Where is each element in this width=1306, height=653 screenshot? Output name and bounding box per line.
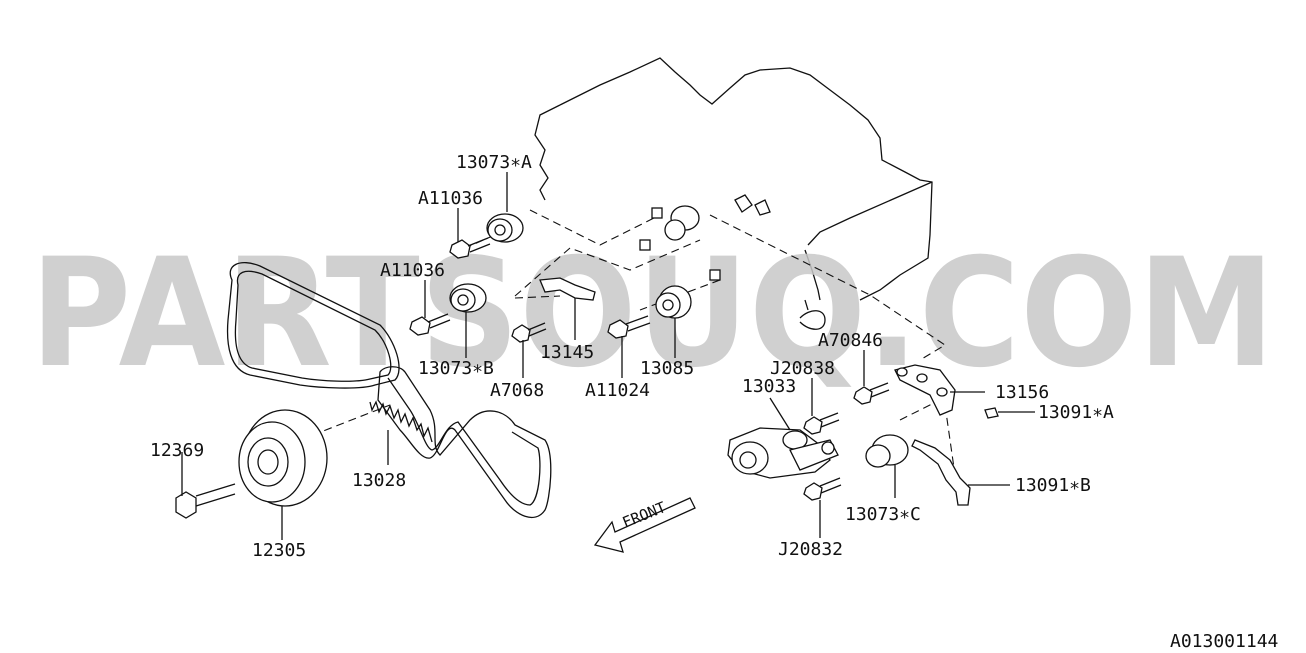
callout-13085: 13085 [640,358,694,379]
callout-13091a: 13091∗A [1038,402,1114,423]
callout-13073c: 13073∗C [845,504,921,525]
callout-13073b: 13073∗B [418,358,494,379]
front-label: FRONT [620,498,669,532]
callout-a11036-lower: A11036 [380,260,445,281]
front-arrow: FRONT [593,497,696,553]
bolt-a7068 [511,322,547,343]
bolt-a70846 [853,382,890,405]
callout-13145: 13145 [540,342,594,363]
bolt-a11036-upper [449,237,491,259]
bracket-13145 [539,277,596,301]
leader-lines [181,172,1035,540]
bolt-a11036-lower [409,313,451,336]
callout-13033: 13033 [742,376,796,397]
idler-pulley-13073a [486,213,524,243]
watermark-text: PARTSOUQ.COM [30,227,1275,401]
engine-block-outline [534,57,933,330]
bolt-a11024 [607,315,651,339]
callout-a11036-upper: A11036 [418,188,483,209]
diagram-code: A013001144 [1170,631,1278,652]
crank-pulley-12305 [238,409,328,507]
callout-13073a: 13073∗A [456,152,532,173]
callout-12305: 12305 [252,540,306,561]
bolt-j20832 [803,477,842,501]
tensioner-13033 [727,427,839,479]
callout-13091b: 13091∗B [1015,475,1091,496]
callout-a11024: A11024 [585,380,650,401]
cam-side-pulleys [639,194,771,281]
part-13091a [984,407,999,419]
bolt-12369 [175,483,236,519]
callout-a7068: A7068 [490,380,544,401]
idler-pulley-13073b [449,283,487,313]
callout-j20838: J20838 [770,358,835,379]
callout-12369: 12369 [150,440,204,461]
bolt-j20838 [803,412,840,435]
idler-pulley-13073c [865,434,909,468]
callout-13156: 13156 [995,382,1049,403]
callout-a70846: A70846 [818,330,883,351]
callout-13028: 13028 [352,470,406,491]
cover-13091b [911,439,971,506]
timing-belt-13028 [226,262,552,519]
bracket-13156 [894,364,956,416]
callout-j20832: J20832 [778,539,843,560]
idler-pulley-13085 [655,285,692,319]
